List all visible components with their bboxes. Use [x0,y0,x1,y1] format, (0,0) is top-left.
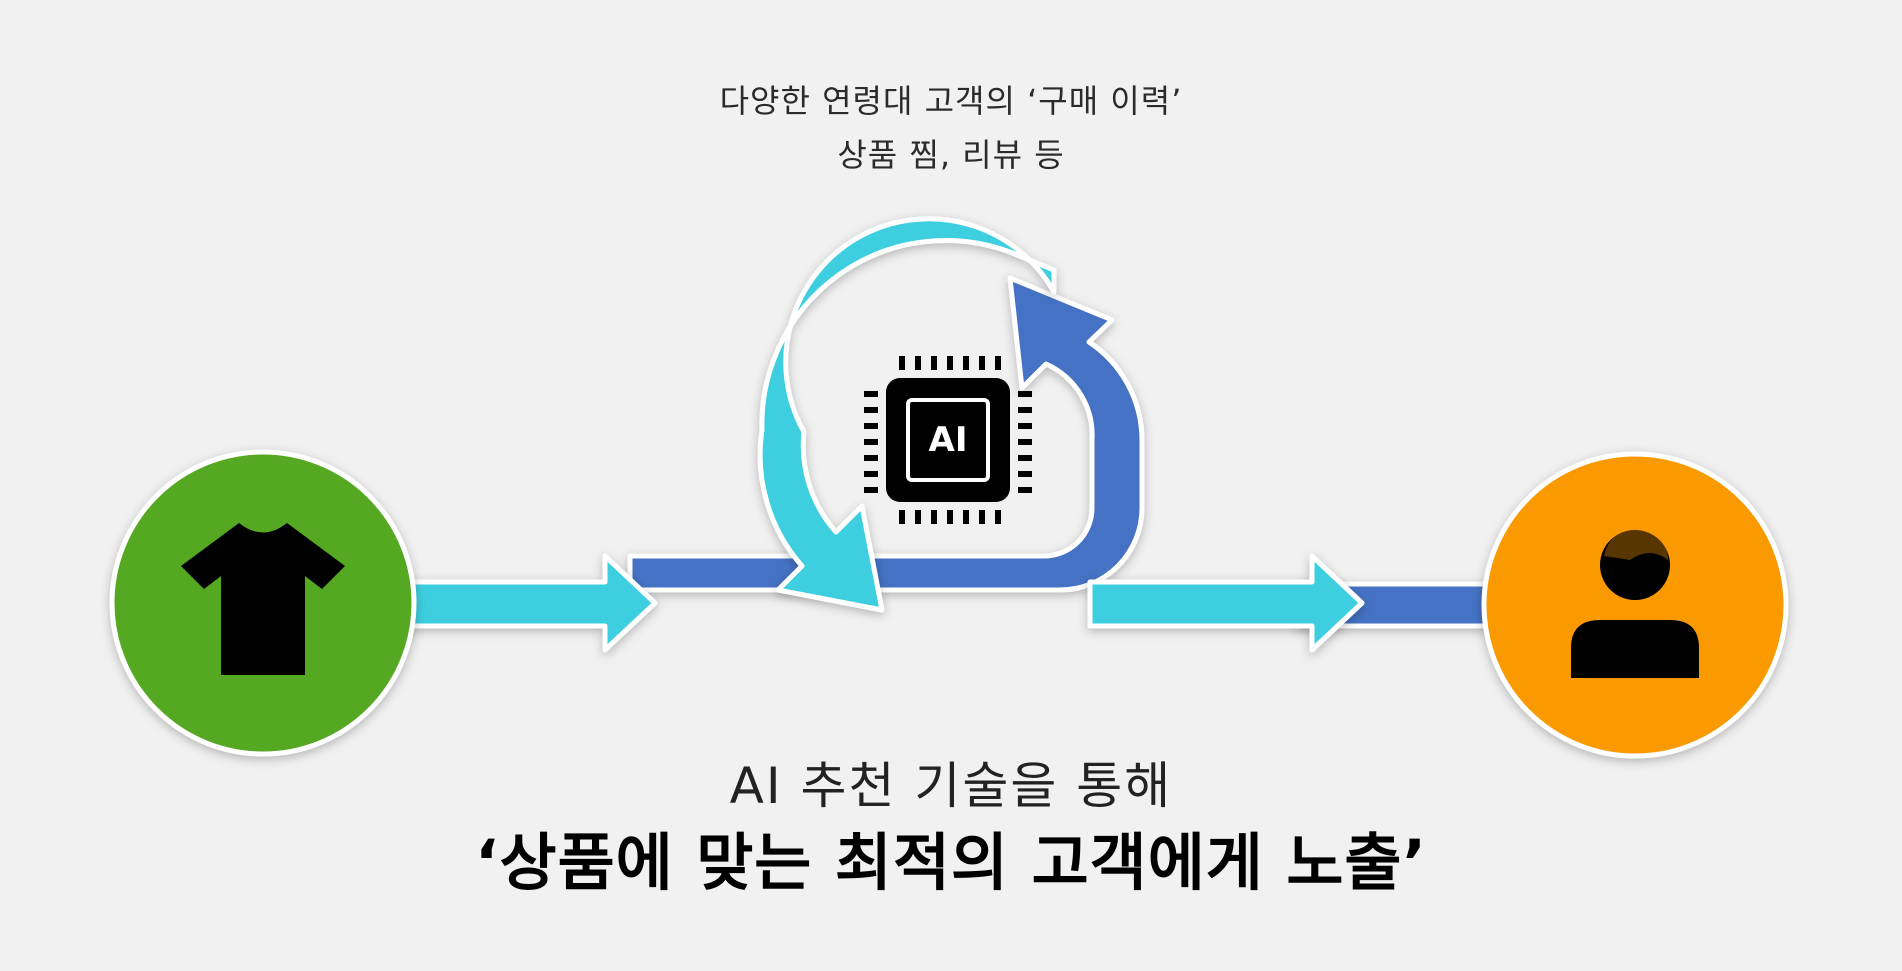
chip-pin [995,356,1001,370]
chip-pin [1018,439,1032,445]
headline: ‘상품에 맞는 최적의 고객에게 노출’ [474,826,1427,899]
chip-pin [1018,471,1032,477]
chip-pin [963,356,969,370]
chip-inner-frame [906,398,990,482]
chip-pin [899,510,905,524]
cyan-input-arrow-shape [387,553,658,653]
chip-pin [979,356,985,370]
chip-pin [963,510,969,524]
chip-pin [1018,487,1032,493]
ai-chip-icon: AI [864,356,1032,524]
chip-pin [915,510,921,524]
customer-node [1481,451,1789,759]
chip-pin [864,487,878,493]
chip-label: AI [929,420,968,460]
blue-arrow-shape [627,275,1145,593]
chip-pin [864,455,878,461]
person-icon [1571,529,1699,678]
chip-pin [864,471,878,477]
chip-pin [864,407,878,413]
chip-pin [864,439,878,445]
chip-pin [1018,407,1032,413]
chip-pin [1018,455,1032,461]
chip-pin [931,510,937,524]
chip-pin [931,356,937,370]
chip-pin [995,510,1001,524]
chip-pin [915,356,921,370]
data-source-line-2: 상품 찜, 리뷰 등 [837,136,1065,174]
data-source-line-1: 다양한 연령대 고객의 ‘구매 이력’ [719,82,1183,120]
cyan-output-arrow-shape [1087,553,1365,653]
chip-pin [864,423,878,429]
chip-pin [947,510,953,524]
cyan-arc-shape [757,216,1057,613]
chip-body [886,378,1010,502]
cyan-output-arrow [1087,553,1365,653]
chip-pin [1018,391,1032,397]
chip-pin [864,391,878,397]
chip-pin [899,356,905,370]
cyan-input-arrow [387,553,658,653]
subtitle: AI 추천 기술을 통해 [729,757,1173,815]
cyan-cycle-arrow [757,216,1057,613]
chip-pin [1018,423,1032,429]
chip-pin [947,356,953,370]
tshirt-icon [181,523,345,675]
chip-pin [979,510,985,524]
customer-circle [1481,451,1789,759]
